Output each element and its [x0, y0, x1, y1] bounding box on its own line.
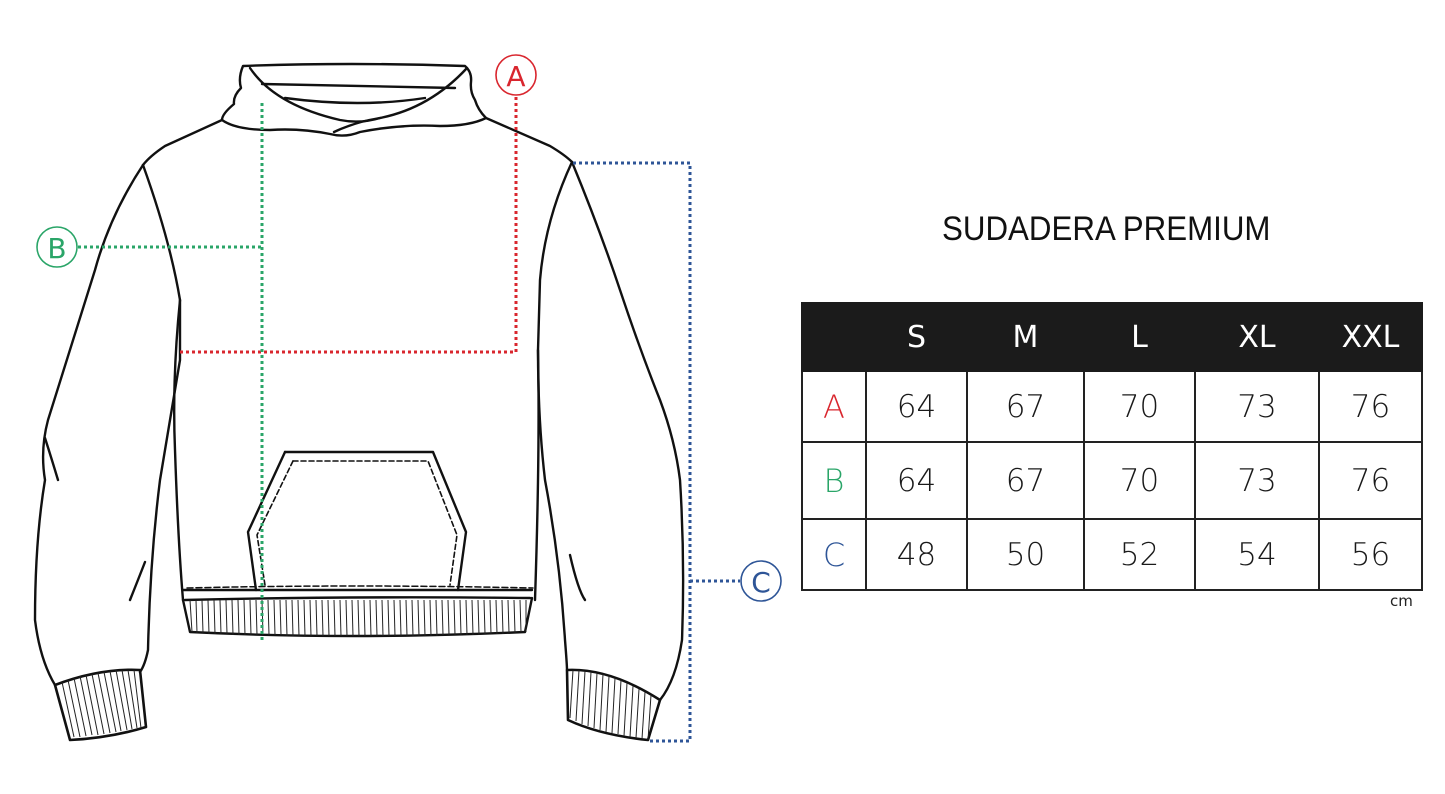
- cell-B-M: 67: [966, 441, 1085, 520]
- cell-B-XL: 73: [1194, 441, 1320, 520]
- measure-line-B: [78, 103, 264, 640]
- product-title: SUDADERA PREMIUM: [942, 210, 1271, 248]
- marker-A-icon: A: [495, 54, 537, 96]
- marker-C-icon: C: [740, 560, 782, 602]
- cell-A-XXL: 76: [1318, 370, 1423, 443]
- table-row: A 64 67 70 73 76: [801, 370, 1423, 443]
- cell-C-M: 50: [966, 518, 1085, 591]
- svg-text:A: A: [506, 60, 525, 93]
- left-cuff-ribbing: [61, 669, 142, 738]
- row-label-C: C: [801, 518, 867, 591]
- svg-text:B: B: [47, 232, 66, 265]
- cell-C-L: 52: [1083, 518, 1196, 591]
- size-header-row: S M L XL XXL: [801, 302, 1423, 372]
- cell-B-L: 70: [1083, 441, 1196, 520]
- svg-text:C: C: [751, 566, 771, 599]
- waistband-ribbing: [189, 599, 527, 637]
- cell-B-S: 64: [865, 441, 968, 520]
- right-cuff-ribbing: [569, 669, 652, 741]
- measure-line-A: [178, 97, 518, 354]
- cell-B-XXL: 76: [1318, 441, 1423, 520]
- cell-A-M: 67: [966, 370, 1085, 443]
- row-label-A: A: [801, 370, 867, 443]
- cell-C-XXL: 56: [1318, 518, 1423, 591]
- cell-A-XL: 73: [1194, 370, 1320, 443]
- cell-C-XL: 54: [1194, 518, 1320, 591]
- measure-line-C: [573, 161, 740, 743]
- cell-A-L: 70: [1083, 370, 1196, 443]
- cell-A-S: 64: [865, 370, 968, 443]
- header-size-xl: XL: [1194, 302, 1320, 372]
- header-size-l: L: [1083, 302, 1196, 372]
- size-chart-table: S M L XL XXL A 64 67 70 73 76 B 64 67 70…: [801, 302, 1423, 591]
- cell-C-S: 48: [865, 518, 968, 591]
- header-corner: [801, 302, 867, 372]
- header-size-s: S: [865, 302, 968, 372]
- table-row: B 64 67 70 73 76: [801, 441, 1423, 520]
- header-size-xxl: XXL: [1318, 302, 1423, 372]
- header-size-m: M: [966, 302, 1085, 372]
- hoodie-outline: [33, 62, 685, 742]
- hoodie-technical-drawing: A B C: [33, 54, 782, 743]
- row-label-B: B: [801, 441, 867, 520]
- unit-label: cm: [1390, 592, 1413, 610]
- marker-B-icon: B: [36, 226, 78, 268]
- table-row: C 48 50 52 54 56: [801, 518, 1423, 591]
